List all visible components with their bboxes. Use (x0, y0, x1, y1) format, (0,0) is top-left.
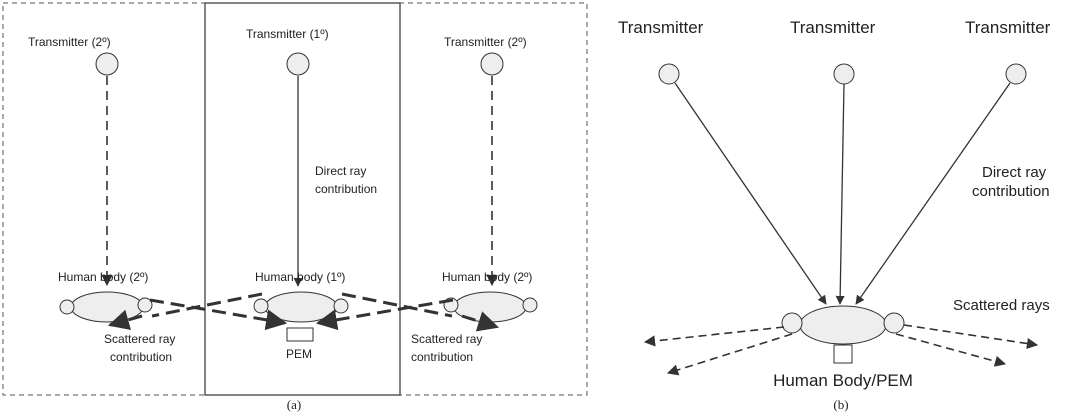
panel-a-central-cell (204, 2, 401, 396)
center-transmitter-node (286, 52, 310, 76)
direct-label-1: Direct ray (982, 164, 1047, 181)
panel-a-scattered-rays (107, 292, 500, 332)
center-direct-label-2: contribution (315, 182, 377, 196)
right-scattered-label-1: Scattered ray (411, 332, 482, 346)
center-pem-box (286, 327, 314, 342)
scatter-center-to-left (151, 292, 263, 318)
center-body-scatter-left (253, 298, 269, 314)
human-body-pem-label: Human Body/PEM (773, 371, 913, 390)
scattered-ray-4 (903, 324, 1039, 350)
scatter-left-body-to-center (149, 298, 288, 331)
human-body (799, 305, 887, 345)
scattered-ray-3 (895, 333, 1007, 367)
left-transmitter-node (95, 52, 119, 76)
center-pem-label: PEM (286, 347, 312, 361)
panel-b: Transmitter Transmitter Transmitter Dire… (618, 18, 1051, 412)
panel-b-caption: (b) (833, 397, 848, 412)
scatter-center-to-right (341, 292, 453, 318)
center-direct-label-1: Direct ray (315, 164, 366, 178)
center-human-body (264, 291, 338, 323)
right-body-scatter-right (522, 297, 538, 313)
left-body-scatter-left (59, 299, 75, 315)
scattered-rays (643, 324, 1039, 376)
panel-a: Transmitter (2º) Human body (2º) Scatter… (2, 2, 588, 412)
transmitter-label-1: Transmitter (618, 18, 704, 37)
scattered-ray-2 (666, 333, 793, 376)
body-scatter-right (883, 312, 905, 334)
scatter-left-body-to-left (107, 309, 143, 330)
right-scattered-label-2: contribution (411, 350, 473, 364)
left-scattered-label-2: contribution (110, 350, 172, 364)
body-scatter-left (781, 312, 803, 334)
scattered-rays-label: Scattered rays (953, 297, 1050, 314)
left-body-scatter-right (137, 297, 153, 313)
center-body-label: Human body (1º) (255, 270, 345, 284)
direct-ray-2 (835, 83, 845, 305)
center-body-scatter-right (333, 298, 349, 314)
pem-box (833, 344, 853, 364)
left-scattered-label-1: Scattered ray (104, 332, 175, 346)
direct-ray-3 (855, 82, 1011, 305)
panel-a-caption: (a) (287, 397, 301, 412)
transmitter-label-3: Transmitter (965, 18, 1051, 37)
transmitter-label-2: Transmitter (790, 18, 876, 37)
right-body-label: Human body (2º) (442, 270, 532, 284)
scatter-right-body-to-center (315, 298, 454, 331)
panel-a-center-cell: Transmitter (1º) Direct ray contribution… (246, 27, 377, 361)
right-transmitter-node (480, 52, 504, 76)
transmitter-node-3 (1005, 63, 1027, 85)
left-body-label: Human body (2º) (58, 270, 148, 284)
right-transmitter-label: Transmitter (2º) (444, 35, 527, 49)
scattered-ray-1 (643, 326, 785, 347)
scatter-right-body-to-right (461, 311, 500, 332)
panel-a-right-cell: Transmitter (2º) Human body (2º) Scatter… (411, 35, 538, 364)
direct-label-2: contribution (972, 183, 1050, 200)
direct-ray-1 (674, 82, 827, 305)
left-transmitter-label: Transmitter (2º) (28, 35, 111, 49)
center-transmitter-label: Transmitter (1º) (246, 27, 329, 41)
transmitter-node-2 (833, 63, 855, 85)
transmitter-node-1 (658, 63, 680, 85)
